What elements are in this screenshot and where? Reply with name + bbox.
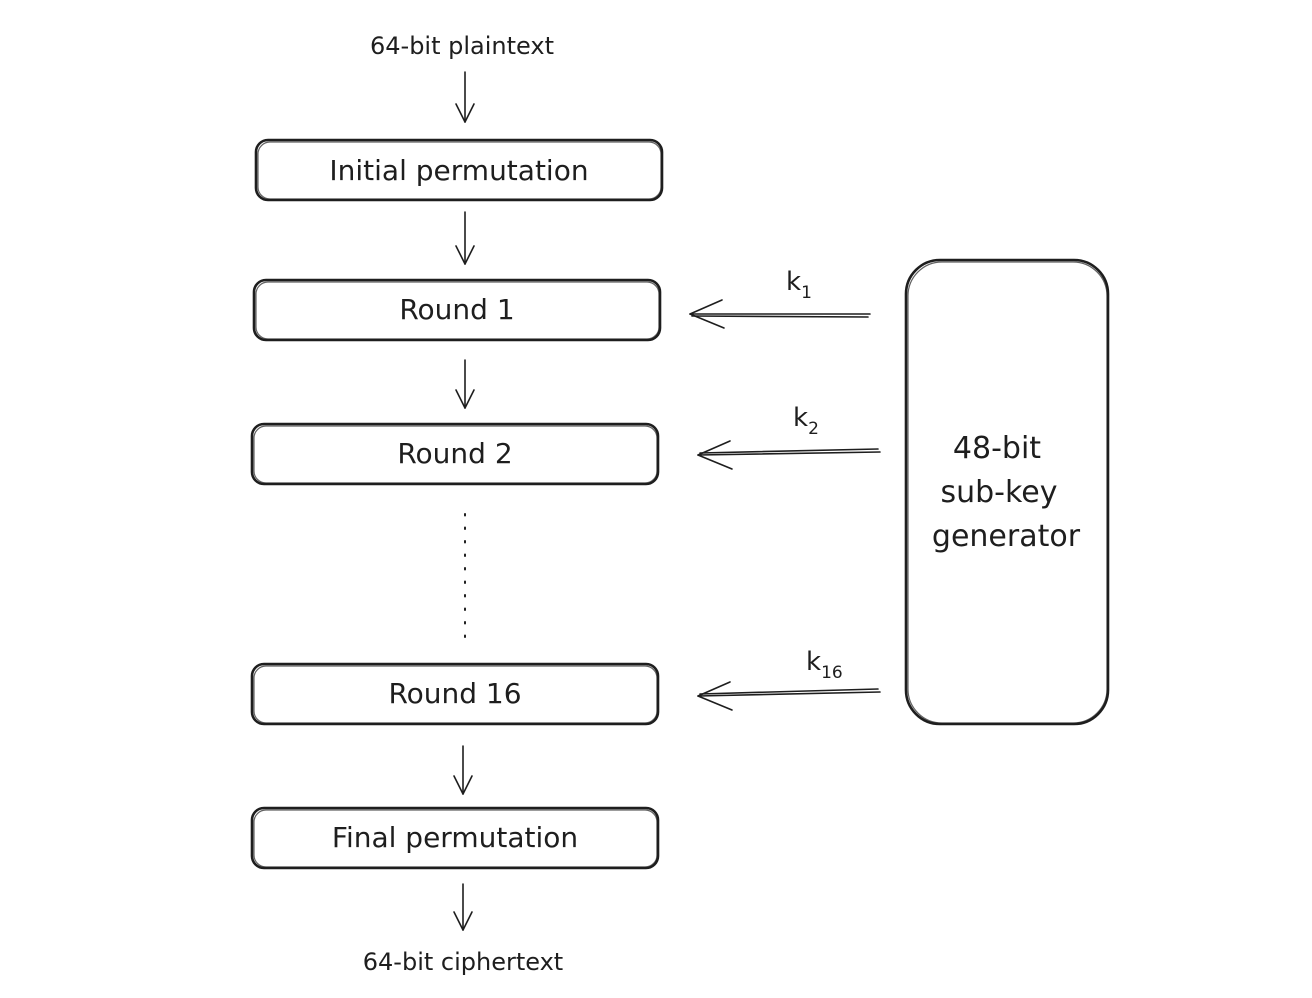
generator-line-1: 48-bit <box>953 431 1041 466</box>
plaintext-label: 64-bit plaintext <box>370 32 554 60</box>
round-2-box[interactable]: Round 2 <box>250 422 660 486</box>
k1-label: k1 <box>786 267 812 303</box>
k16-label: k16 <box>806 647 843 683</box>
k2-label: k2 <box>793 403 819 439</box>
initial-permutation-label: Initial permutation <box>329 154 588 187</box>
arrow-plaintext-to-initial <box>455 71 475 123</box>
ciphertext-label: 64-bit ciphertext <box>363 948 563 976</box>
round-16-box[interactable]: Round 16 <box>250 662 660 726</box>
round-1-box[interactable]: Round 1 <box>252 278 662 342</box>
round-1-label: Round 1 <box>399 293 514 326</box>
generator-line-3: generator <box>932 519 1081 554</box>
arrow-initial-to-round1 <box>455 211 475 265</box>
final-permutation-box[interactable]: Final permutation <box>250 806 660 870</box>
round-16-label: Round 16 <box>388 677 521 710</box>
arrow-k2-to-round2 <box>697 440 881 470</box>
final-permutation-label: Final permutation <box>332 821 578 854</box>
round-2-label: Round 2 <box>397 437 512 470</box>
arrow-final-to-ciphertext <box>453 883 473 931</box>
arrow-k1-to-round1 <box>689 299 871 329</box>
arrow-round1-to-round2 <box>455 359 475 409</box>
subkey-generator-box[interactable]: 48-bit sub-key generator <box>904 258 1110 726</box>
arrow-round16-to-final <box>453 745 473 795</box>
arrow-k16-to-round16 <box>697 681 881 711</box>
generator-line-2: sub-key <box>940 475 1057 510</box>
initial-permutation-box[interactable]: Initial permutation <box>254 138 664 202</box>
